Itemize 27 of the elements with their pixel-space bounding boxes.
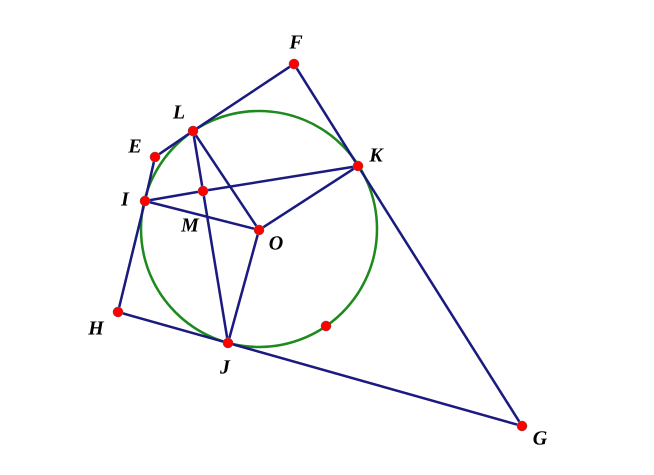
point-label: F [289, 35, 302, 49]
point-label: K [369, 148, 384, 162]
line-segment [228, 234, 259, 338]
line-segment [150, 201, 254, 230]
line-segment [232, 343, 518, 426]
line-segment [360, 170, 520, 422]
point-label: I [120, 192, 130, 206]
line-segment [150, 190, 198, 202]
line-segment [144, 162, 156, 196]
line-segment [192, 136, 204, 186]
point-label: G [533, 431, 547, 445]
line-segment [196, 66, 290, 130]
line-segment [158, 132, 190, 156]
line-segment [208, 166, 354, 192]
point-label: J [220, 360, 231, 374]
point-label: L [172, 105, 184, 119]
line-segment [118, 206, 145, 308]
point-label: M [180, 218, 200, 232]
point-dot [320, 320, 332, 332]
line-segment [262, 168, 354, 228]
point-label: E [128, 139, 141, 153]
point-label: O [270, 236, 283, 250]
line-segment [122, 312, 224, 343]
line-segment [194, 134, 258, 226]
point-label: H [88, 321, 104, 335]
line-segment [202, 196, 228, 338]
line-segment [296, 68, 356, 162]
